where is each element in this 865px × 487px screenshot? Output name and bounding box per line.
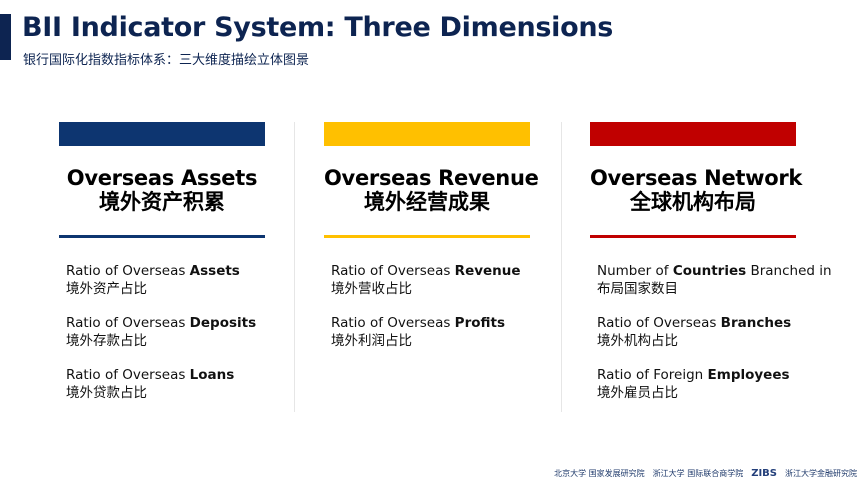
column-heading: Overseas Network 全球机构布局 (590, 166, 803, 214)
column-divider (294, 122, 295, 412)
column-top-bar (324, 122, 530, 146)
heading-en: Overseas Revenue (324, 166, 539, 190)
indicator-list: Ratio of Overseas Revenue 境外营收占比 Ratio o… (331, 262, 561, 366)
indicator-item: Ratio of Overseas Deposits 境外存款占比 (66, 315, 257, 349)
indicator-item: Ratio of Overseas Revenue 境外营收占比 (331, 263, 521, 297)
slide-subtitle: 银行国际化指数指标体系：三大维度描绘立体图景 (23, 53, 310, 68)
pku-nsd-logo: 北京大学 国家发展研究院 (554, 469, 645, 478)
title-accent-bar (0, 14, 11, 60)
indicator-item: Ratio of Overseas Branches 境外机构占比 (597, 315, 792, 349)
heading-en: Overseas Network (590, 166, 803, 190)
column-under-bar (59, 235, 265, 238)
dimension-column-revenue: Overseas Revenue 境外经营成果 Ratio of Oversea… (324, 122, 539, 349)
heading-zh: 全球机构布局 (630, 190, 756, 214)
heading-zh: 境外资产积累 (99, 190, 225, 214)
indicator-item: Number of Countries Branched in 布局国家数目 (597, 263, 832, 297)
zibs-logo: ZIBS (751, 468, 777, 479)
column-top-bar (590, 122, 796, 146)
footer-logos: 北京大学 国家发展研究院 浙江大学 国际联合商学院 ZIBS 浙江大学金融研究院 (554, 468, 857, 479)
indicator-list: Ratio of Overseas Assets 境外资产占比 Ratio of… (66, 262, 296, 418)
heading-en: Overseas Assets (66, 166, 258, 190)
column-under-bar (324, 235, 530, 238)
dimension-column-assets: Overseas Assets 境外资产积累 Ratio of Overseas… (59, 122, 265, 401)
column-divider (561, 122, 562, 412)
column-heading: Overseas Revenue 境外经营成果 (324, 166, 539, 214)
indicator-list: Number of Countries Branched in 布局国家数目 R… (597, 262, 832, 418)
column-under-bar (590, 235, 796, 238)
zju-finance-institute-logo: 浙江大学金融研究院 (785, 469, 857, 478)
indicator-item: Ratio of Overseas Assets 境外资产占比 (66, 263, 240, 297)
column-top-bar (59, 122, 265, 146)
heading-zh: 境外经营成果 (364, 190, 490, 214)
indicator-item: Ratio of Overseas Loans 境外贷款占比 (66, 367, 235, 401)
indicator-item: Ratio of Foreign Employees 境外雇员占比 (597, 367, 790, 401)
column-heading: Overseas Assets 境外资产积累 (59, 166, 265, 214)
slide-title: BII Indicator System: Three Dimensions (22, 12, 614, 43)
dimension-column-network: Overseas Network 全球机构布局 Number of Countr… (590, 122, 832, 401)
indicator-item: Ratio of Overseas Profits 境外利润占比 (331, 315, 505, 349)
zju-zibs-logo: 浙江大学 国际联合商学院 (652, 469, 744, 478)
